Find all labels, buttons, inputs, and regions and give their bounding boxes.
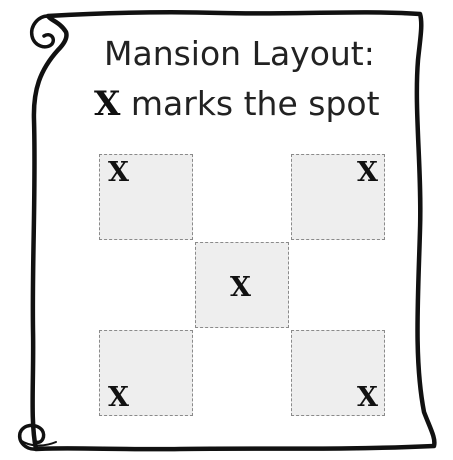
- title-x-mark: X: [94, 84, 120, 124]
- x-mark: X: [108, 384, 129, 411]
- x-mark: X: [230, 274, 251, 301]
- title-line-2: X marks the spot: [94, 84, 380, 124]
- title-line-1: Mansion Layout:: [104, 34, 375, 73]
- room-bottom-right: X: [291, 330, 385, 416]
- title-line-2-text: marks the spot: [131, 84, 380, 123]
- room-top-right: X: [291, 154, 385, 240]
- room-center: X: [195, 242, 289, 328]
- x-mark: X: [108, 159, 129, 186]
- x-mark: X: [357, 159, 378, 186]
- x-mark: X: [357, 384, 378, 411]
- room-top-left: X: [99, 154, 193, 240]
- room-bottom-left: X: [99, 330, 193, 416]
